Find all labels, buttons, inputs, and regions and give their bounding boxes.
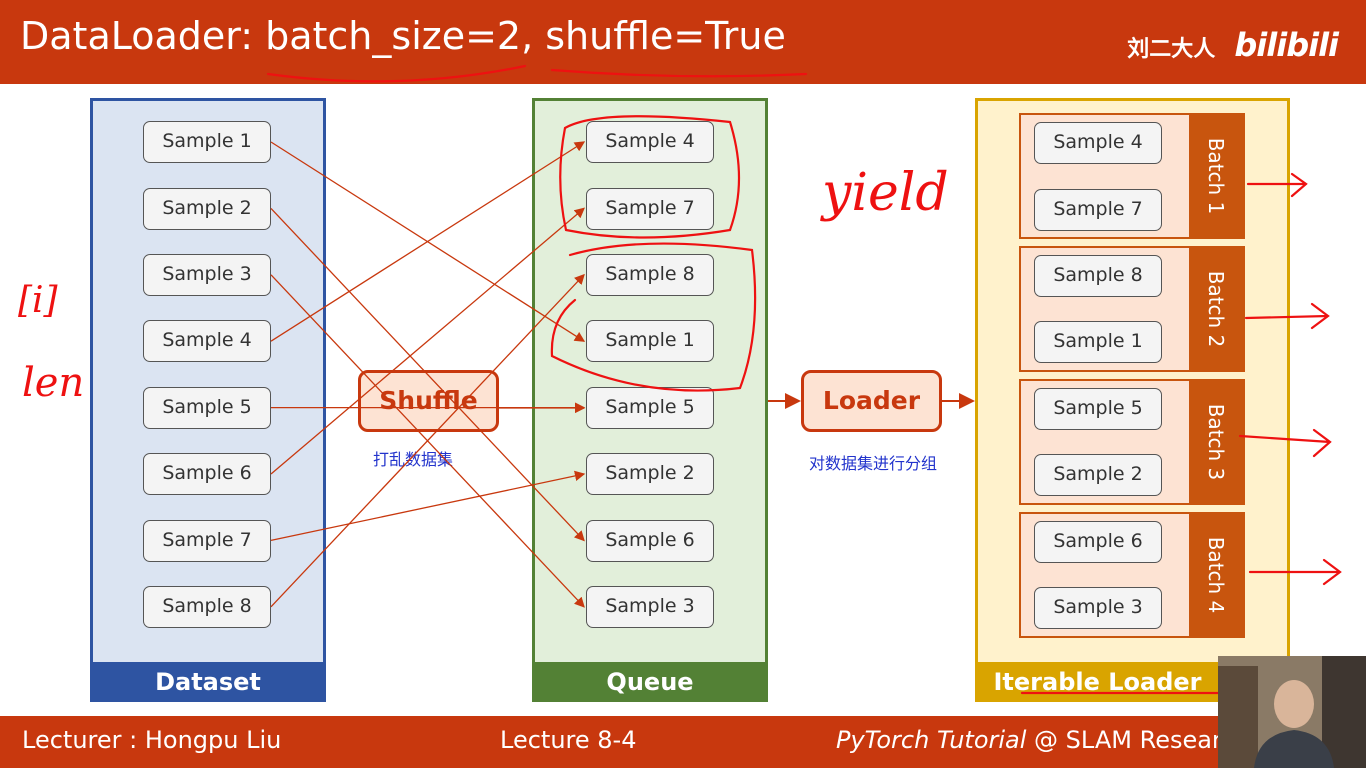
queue-label: Queue (532, 662, 768, 702)
footer-lecturer: Lecturer : Hongpu Liu (22, 726, 282, 754)
batch-sample: Sample 7 (1034, 189, 1162, 231)
shuffle-connectors (270, 141, 586, 608)
circle-batch-1 (559, 115, 741, 239)
dataset-sample: Sample 4 (143, 320, 271, 362)
dataset-sample: Sample 5 (143, 387, 271, 429)
dataset-label: Dataset (90, 662, 326, 702)
footer-bar (0, 716, 1366, 768)
batch-sample: Sample 6 (1034, 521, 1162, 563)
batch-sample: Sample 8 (1034, 255, 1162, 297)
underline-shuffle (550, 68, 808, 78)
shuffle-connector (270, 207, 585, 542)
loader-note: 对数据集进行分组 (809, 454, 938, 473)
queue-sample: Sample 5 (586, 387, 714, 429)
yield-arrow-4 (1248, 558, 1342, 586)
batch-tab: Batch 2 (1189, 248, 1243, 370)
loader-box: Loader (801, 370, 942, 432)
queue-sample: Sample 8 (586, 254, 714, 296)
queue-sample: Sample 6 (586, 520, 714, 562)
dataset-sample: Sample 7 (143, 520, 271, 562)
index-annotation: [i] (18, 280, 59, 321)
channel-brand: 刘二大人 bilibili (1127, 26, 1339, 64)
batch-tab: Batch 3 (1189, 381, 1243, 503)
queue-sample: Sample 2 (586, 453, 714, 495)
dataset-sample: Sample 1 (143, 121, 271, 163)
slide-title: DataLoader: batch_size=2, shuffle=True (20, 14, 786, 58)
queue-sample: Sample 1 (586, 320, 714, 362)
shuffle-note: 打乱数据集 (373, 450, 454, 469)
queue-sample: Sample 7 (586, 188, 714, 230)
footer-course-title: PyTorch Tutorial (836, 726, 1027, 754)
yield-annotation: yield (820, 163, 949, 223)
shuffle-connector (270, 470, 586, 542)
shuffle-connector (270, 141, 586, 342)
bilibili-logo: bilibili (1234, 26, 1339, 64)
batch-sample: Sample 1 (1034, 321, 1162, 363)
queue-sample: Sample 3 (586, 586, 714, 628)
dataset-sample: Sample 3 (143, 254, 271, 296)
len-annotation: len (22, 360, 84, 406)
queue-sample: Sample 4 (586, 121, 714, 163)
underline-batch-size (266, 64, 527, 83)
shuffle-connector (270, 273, 585, 608)
batch-sample: Sample 4 (1034, 122, 1162, 164)
webcam-video (1218, 656, 1366, 768)
footer-lecture: Lecture 8-4 (500, 726, 637, 754)
title-bar: DataLoader: batch_size=2, shuffle=True 刘… (0, 0, 1366, 84)
batch-sample: Sample 5 (1034, 388, 1162, 430)
dataset-sample: Sample 8 (143, 586, 271, 628)
yield-arrow-2 (1244, 302, 1330, 330)
handwriting (266, 64, 1342, 695)
batch-tab: Batch 1 (1189, 115, 1243, 237)
iterable-loader-label: Iterable Loader (975, 662, 1290, 702)
batch-sample: Sample 2 (1034, 454, 1162, 496)
circle-batch-2 (550, 242, 757, 392)
batch-sample: Sample 3 (1034, 587, 1162, 629)
yield-arrow-1 (1246, 172, 1308, 198)
shuffle-connector (270, 207, 585, 475)
dataset-sample: Sample 6 (143, 453, 271, 495)
yield-arrow-3 (1238, 428, 1332, 458)
dataset-sample: Sample 2 (143, 188, 271, 230)
batch-tab: Batch 4 (1189, 514, 1243, 636)
channel-name: 刘二大人 (1127, 37, 1216, 62)
